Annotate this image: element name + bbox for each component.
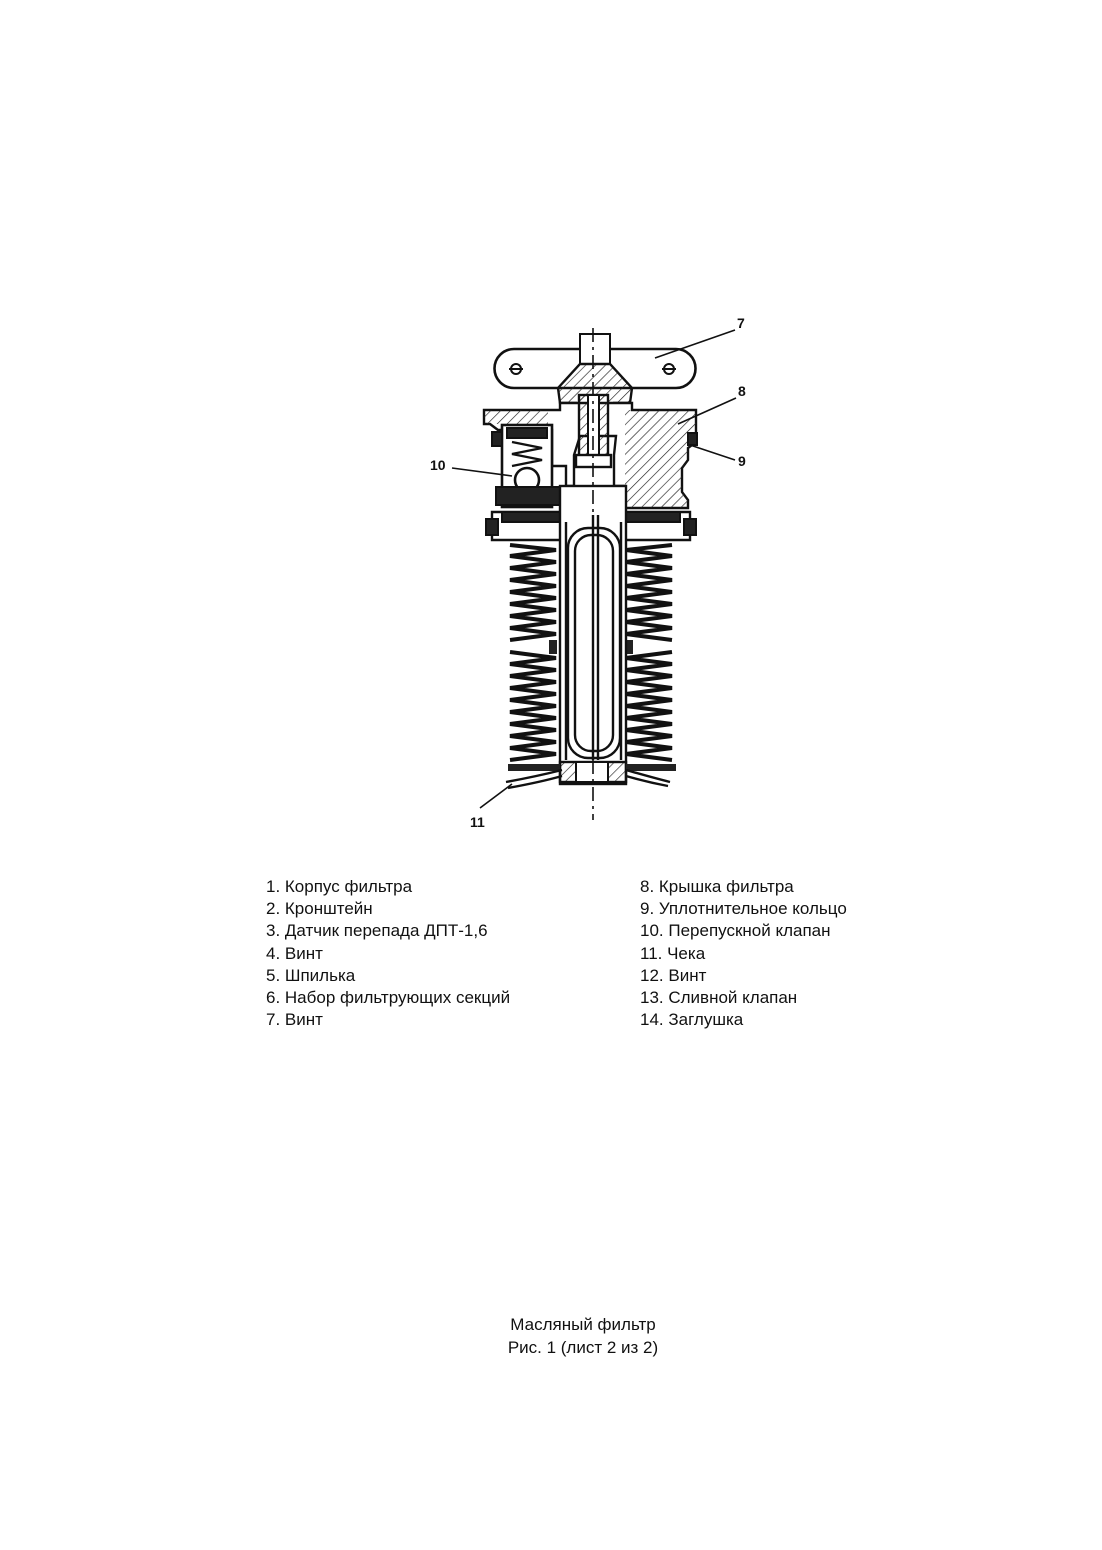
- figure-caption: Масляный фильтр Рис. 1 (лист 2 из 2): [0, 1313, 1102, 1359]
- legend-item: 8. Крышка фильтра: [640, 877, 794, 896]
- legend-item: 9. Уплотнительное кольцо: [640, 899, 847, 919]
- legend-item: 10. Перепускной клапан: [640, 921, 831, 941]
- callout-8: 8: [738, 383, 746, 399]
- bypass-valve: [491, 423, 561, 509]
- callout-10: 10: [430, 457, 446, 473]
- caption-title: Масляный фильтр: [510, 1315, 656, 1334]
- callout-7: 7: [737, 315, 745, 331]
- legend-item: 12. Винт: [640, 965, 707, 985]
- legend-item: 4. Винт: [266, 943, 323, 963]
- legend-item: 14. Заглушка: [640, 1010, 744, 1030]
- callout-9: 9: [738, 453, 746, 469]
- legend-item: 7. Винт: [266, 1010, 323, 1030]
- legend-item: 13. Сливной клапан: [640, 988, 798, 1008]
- legend-item: 1. Корпус фильтра: [266, 877, 413, 896]
- callout-11: 11: [470, 814, 485, 830]
- legend-item: 6. Набор фильтрующих секций: [266, 988, 511, 1008]
- legend-item: 2. Кронштейн: [266, 899, 373, 919]
- caption-figure-number: Рис. 1 (лист 2 из 2): [507, 1338, 659, 1357]
- leader-lines: [451, 329, 737, 809]
- legend-item: 11. Чека: [640, 943, 706, 963]
- legend-item: 5. Шпилька: [266, 965, 356, 985]
- legend-right: 8. Крышка фильтра 9. Уплотнительное коль…: [640, 876, 847, 1031]
- legend-left: 1. Корпус фильтра 2. Кронштейн 3. Датчик…: [266, 876, 510, 1031]
- legend-item: 3. Датчик перепада ДПТ-1,6: [266, 921, 488, 941]
